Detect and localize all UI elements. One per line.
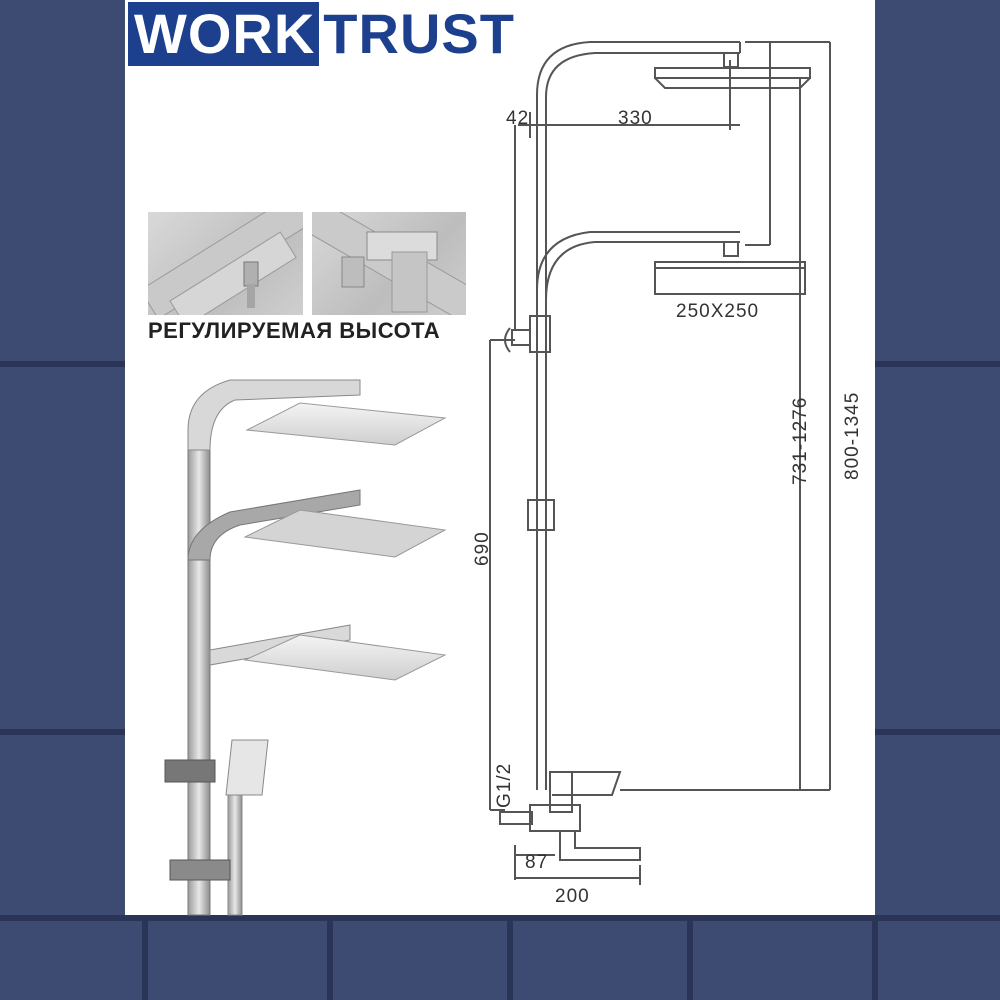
dimension-87: 87 (525, 852, 548, 873)
thread-size-label: G1/2 (494, 763, 515, 808)
height-range-800-1345: 800-1345 (842, 392, 863, 480)
adjustable-height-caption: РЕГУЛИРУЕМАЯ ВЫСОТА (148, 318, 441, 343)
dimension-42: 42 (506, 108, 529, 129)
height-range-731-1276: 731-1276 (790, 397, 811, 485)
height-adjust-photo-1 (148, 212, 303, 315)
height-adjust-photo-2 (312, 212, 466, 315)
brand-logo: WORK TRUST (128, 2, 515, 66)
dimension-200: 200 (555, 886, 590, 907)
dimension-330: 330 (618, 108, 653, 129)
dimension-690: 690 (472, 531, 493, 566)
head-size-label: 250X250 (676, 301, 759, 322)
brand-logo-part1: WORK (128, 2, 320, 66)
brand-logo-part2: TRUST (323, 2, 515, 65)
